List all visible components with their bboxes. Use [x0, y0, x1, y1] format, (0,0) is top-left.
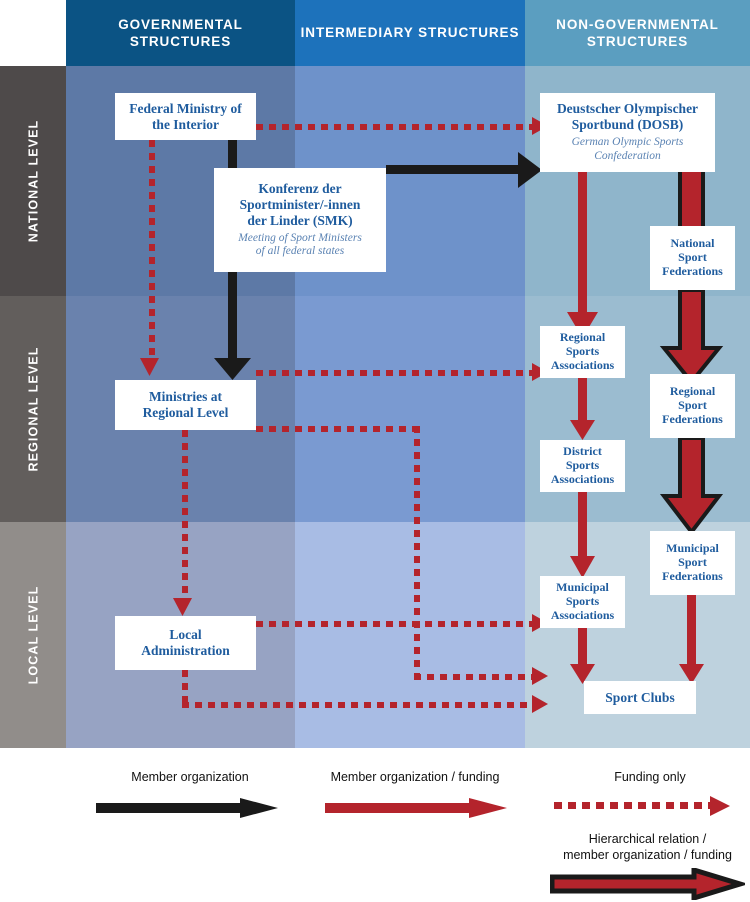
dotted-local-admin-to-municipal-sports-assoc [256, 621, 532, 627]
level-label-local-text: LOCAL LEVEL [26, 585, 40, 685]
node-national-sport-federations-title: National Sport Federations [662, 236, 723, 278]
legend-arrow-hierarchical [550, 868, 745, 900]
legend-item-member-organization: Member organization [100, 770, 280, 786]
level-label-regional-text: REGIONAL LEVEL [26, 346, 40, 472]
shaft-regional-to-district-sports-assoc [578, 378, 587, 428]
node-municipal-sports-associations-title: Municipal Sports Associations [550, 580, 615, 622]
cell-intermediary-local [295, 522, 525, 748]
shaft-smk-to-dosb [386, 165, 526, 174]
legend-label-member-organization-funding: Member organization / funding [330, 770, 500, 784]
level-label-national-text: NATIONAL LEVEL [26, 119, 41, 243]
dotted-ministry-to-regional-ministries [149, 140, 155, 365]
legend-label-member-organization: Member organization [131, 770, 249, 784]
node-regional-sport-federations-title: Regional Sport Federations [662, 384, 723, 426]
node-dosb-subtitle: German Olympic Sports Confederation [571, 136, 684, 162]
node-municipal-sports-associations[interactable]: Municipal Sports Associations [540, 576, 625, 628]
node-ministries-regional-level[interactable]: Ministries at Regional Level [115, 380, 256, 430]
node-municipal-sport-federations-title: Municipal Sport Federations [662, 541, 723, 583]
legend-dotted-line-funding-only [554, 802, 714, 809]
dotted-regional-ministries-elbow-v [414, 426, 420, 674]
node-federal-ministry[interactable]: Federal Ministry of the Interior [115, 93, 256, 140]
shaft-dosb-to-regional-sports-assoc [578, 172, 587, 320]
shaft-municipal-fed-to-clubs [687, 595, 696, 672]
column-header-non-governmental: NON-GOVERNMENTAL STRUCTURES [525, 0, 750, 66]
legend-label-hierarchical: Hierarchical relation / member organizat… [563, 832, 732, 862]
node-sport-clubs[interactable]: Sport Clubs [584, 681, 696, 714]
node-smk[interactable]: Konferenz der Sportminister/-innen der L… [214, 168, 386, 272]
level-label-national: NATIONAL LEVEL [0, 66, 66, 296]
column-header-governmental: GOVERNMENTAL STRUCTURES [66, 0, 295, 66]
node-local-administration[interactable]: Local Administration [115, 616, 256, 670]
legend-arrow-member-organization-funding [325, 798, 507, 818]
legend: Member organization Member organization … [0, 748, 750, 902]
level-label-regional: REGIONAL LEVEL [0, 296, 66, 522]
shaft-smk-to-ministries [228, 272, 237, 362]
node-smk-title: Konferenz der Sportminister/-innen der L… [239, 180, 361, 228]
dotted-regional-ministries-elbow-h [256, 426, 420, 432]
node-ministries-regional-level-title: Ministries at Regional Level [142, 389, 229, 420]
dotted-local-admin-to-sport-clubs [182, 702, 532, 708]
cell-intermediary-regional [295, 296, 525, 522]
node-municipal-sport-federations[interactable]: Municipal Sport Federations [650, 531, 735, 595]
legend-arrow-member-organization [96, 798, 278, 818]
level-label-local: LOCAL LEVEL [0, 522, 66, 748]
node-district-sports-associations-title: District Sports Associations [550, 444, 615, 486]
shaft-district-to-municipal-sports-assoc [578, 492, 587, 564]
node-sport-clubs-title: Sport Clubs [605, 689, 675, 705]
node-dosb[interactable]: Deustscher Olympischer Sportbund (DOSB) … [540, 93, 715, 172]
dotted-regional-ministries-to-sport-clubs [414, 674, 532, 680]
node-district-sports-associations[interactable]: District Sports Associations [540, 440, 625, 492]
node-smk-subtitle: Meeting of Sport Ministers of all federa… [238, 231, 362, 258]
node-national-sport-federations[interactable]: National Sport Federations [650, 226, 735, 290]
node-regional-sports-associations[interactable]: Regional Sports Associations [540, 326, 625, 378]
legend-label-funding-only: Funding only [614, 770, 686, 784]
legend-arrowhead-funding-only [710, 796, 730, 816]
node-dosb-title: Deustscher Olympischer Sportbund (DOSB) [556, 101, 699, 133]
shaft-ministry-to-smk [228, 140, 237, 170]
legend-item-hierarchical: Hierarchical relation / member organizat… [545, 832, 750, 863]
shaft-municipal-sports-assoc-to-clubs [578, 626, 587, 672]
node-regional-sports-associations-title: Regional Sports Associations [550, 330, 615, 372]
column-header-intermediary: INTERMEDIARY STRUCTURES [295, 0, 525, 66]
legend-item-funding-only: Funding only [580, 770, 720, 786]
dotted-regional-ministries-to-regional-sports-assoc [256, 370, 532, 376]
dotted-ministry-to-dosb [256, 124, 532, 130]
legend-item-member-organization-funding: Member organization / funding [300, 770, 530, 786]
node-local-administration-title: Local Administration [141, 627, 230, 658]
dotted-regional-ministries-to-local-admin [182, 430, 188, 605]
node-regional-sport-federations[interactable]: Regional Sport Federations [650, 374, 735, 438]
dotted-local-admin-elbow-v [182, 670, 188, 708]
node-federal-ministry-title: Federal Ministry of the Interior [129, 100, 242, 132]
